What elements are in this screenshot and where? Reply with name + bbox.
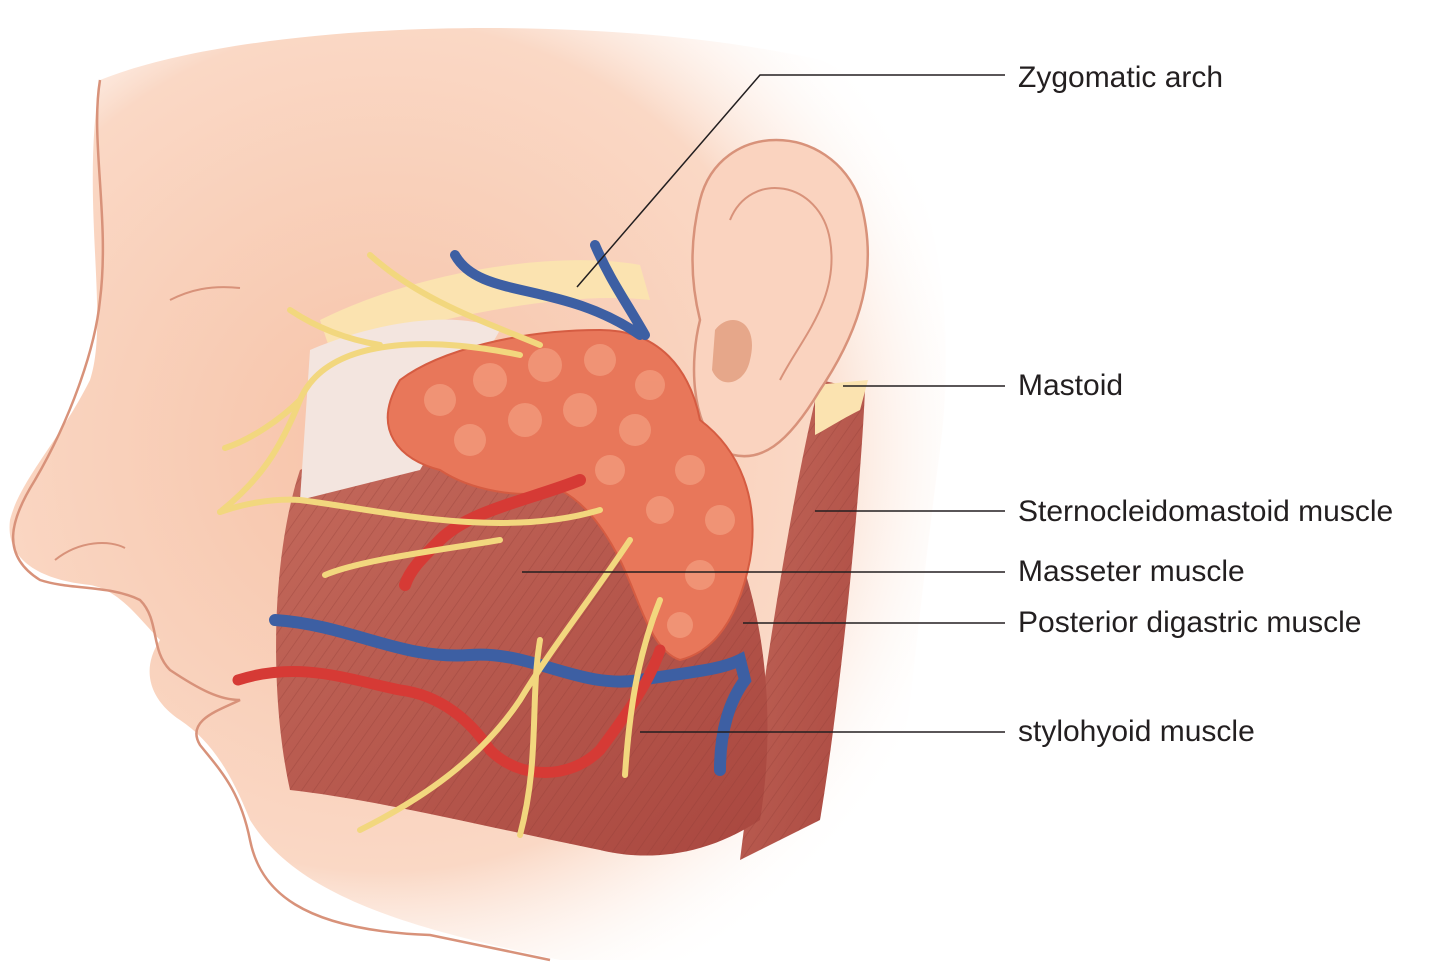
label-zygomatic-arch: Zygomatic arch bbox=[1018, 61, 1224, 94]
eye-closed bbox=[169, 286, 241, 301]
label-masseter: Masseter muscle bbox=[1018, 555, 1245, 588]
parotid-gland bbox=[386, 328, 754, 662]
label-sternocleidomastoid: Sternocleidomastoid muscle bbox=[1018, 495, 1394, 528]
facial-artery bbox=[232, 644, 666, 778]
nostril bbox=[54, 542, 126, 561]
retromandibular-vein bbox=[450, 240, 650, 340]
gland-lobules bbox=[424, 344, 735, 638]
leader-lines bbox=[522, 74, 1005, 733]
facial-vein bbox=[269, 614, 752, 776]
transverse-facial-artery bbox=[399, 474, 586, 591]
facial-nerve-branches bbox=[217, 252, 663, 838]
face-profile-outline bbox=[11, 79, 551, 962]
label-stylohyoid: stylohyoid muscle bbox=[1018, 715, 1255, 748]
mastoid-bone bbox=[815, 380, 868, 435]
label-mastoid: Mastoid bbox=[1018, 369, 1124, 402]
label-posterior-digastric: Posterior digastric muscle bbox=[1018, 606, 1362, 639]
leader-zygomatic-arch bbox=[576, 74, 1005, 288]
